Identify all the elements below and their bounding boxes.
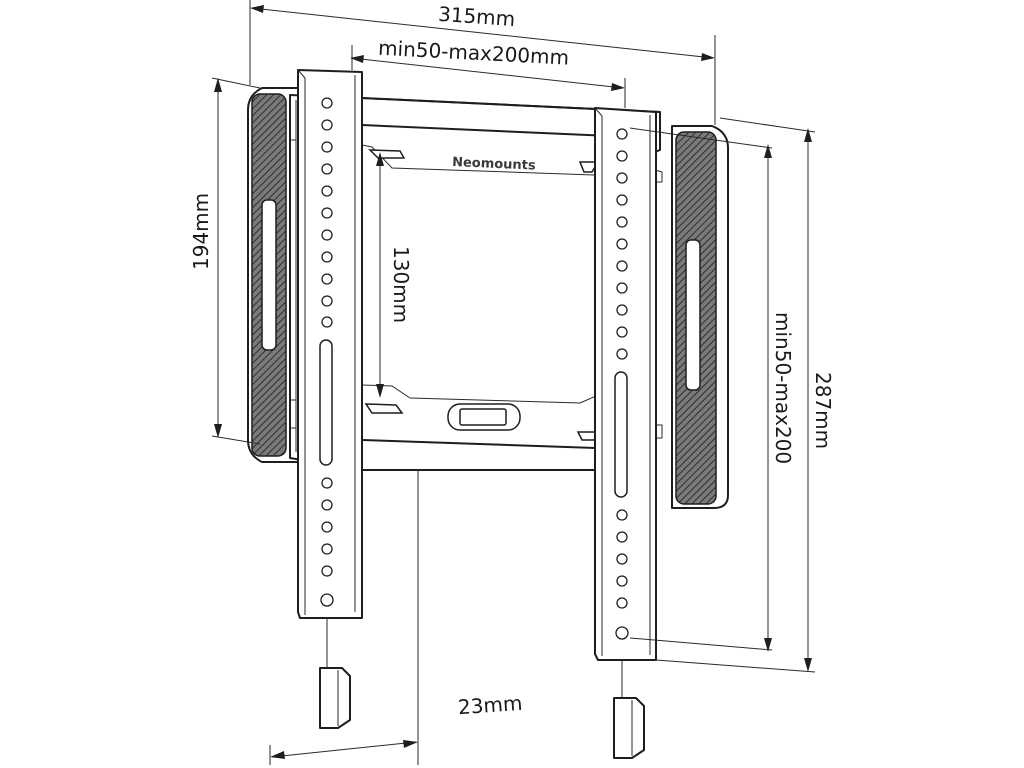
dimension-lines (211, 0, 816, 765)
left-tv-arm (297, 69, 363, 729)
dimension-overall-width: 315mm (437, 2, 516, 31)
dimension-vesa-height: min50-max200 (771, 312, 795, 464)
right-wall-pad (671, 125, 729, 509)
left-wall-pad (247, 87, 299, 463)
dimension-wall-distance: 23mm (457, 691, 523, 719)
right-tv-arm (594, 107, 657, 759)
dimension-vesa-width: min50-max200mm (378, 36, 570, 70)
brand-label: Neomounts (452, 155, 536, 174)
dimension-pad-height: 194mm (189, 193, 213, 270)
dimension-overall-height: 287mm (811, 372, 835, 449)
dimension-frame-height: 130mm (389, 246, 413, 323)
